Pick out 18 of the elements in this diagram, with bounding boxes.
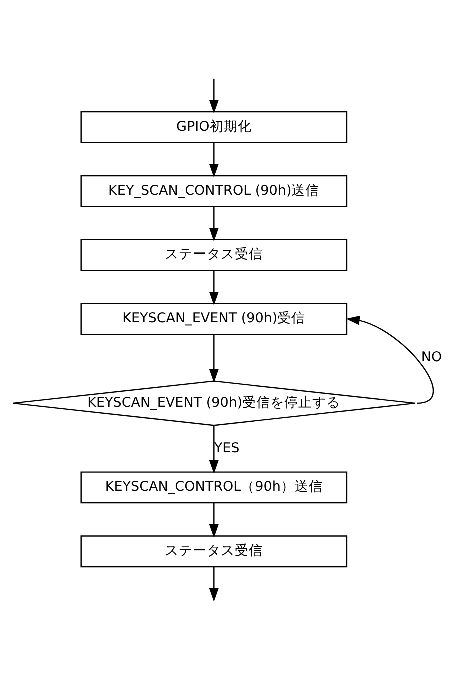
node-box: KEYSCAN_EVENT (90h)受信 (80, 303, 348, 336)
arrow (209, 426, 219, 474)
node-box: KEY_SCAN_CONTROL (90h)送信 (80, 175, 348, 208)
arrow (209, 503, 219, 538)
arrow (209, 334, 219, 383)
node-diamond: KEYSCAN_EVENT (90h)受信を停止する (12, 380, 416, 426)
arrow (209, 206, 219, 242)
node-box: ステータス受信 (80, 239, 348, 272)
node-box: ステータス受信 (80, 536, 348, 568)
edge-label: NO (421, 349, 442, 366)
node-box: GPIO初期化 (80, 111, 348, 144)
arrow (209, 270, 219, 306)
node-box: KEYSCAN_CONTROL（90h）送信 (80, 472, 348, 504)
edge-label: YES (214, 440, 240, 456)
arrow (209, 78, 219, 114)
arrow (209, 142, 219, 178)
arrow (209, 567, 219, 602)
arrow (346, 316, 434, 404)
